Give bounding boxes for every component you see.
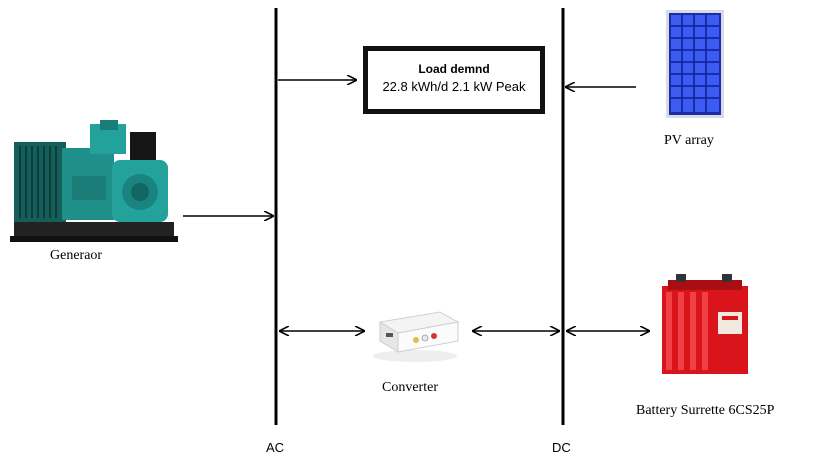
load-demand-title: Load demnd — [418, 62, 490, 76]
converter-icon — [373, 311, 460, 362]
load-demand-value: 22.8 kWh/d 2.1 kW Peak — [382, 79, 526, 94]
generator-icon — [10, 120, 178, 242]
battery-label: Battery Surrette 6CS25P — [636, 403, 775, 418]
pv-array-label: PV array — [664, 133, 714, 148]
dc-bus-label: DC — [552, 440, 571, 455]
generator-label: Generaor — [50, 248, 103, 263]
load-demand-box: Load demnd 22.8 kWh/d 2.1 kW Peak — [363, 46, 545, 114]
ac-bus-label: AC — [266, 440, 285, 455]
converter-label: Converter — [382, 380, 438, 395]
solar-panel-icon — [666, 10, 724, 118]
battery-icon — [662, 274, 748, 374]
